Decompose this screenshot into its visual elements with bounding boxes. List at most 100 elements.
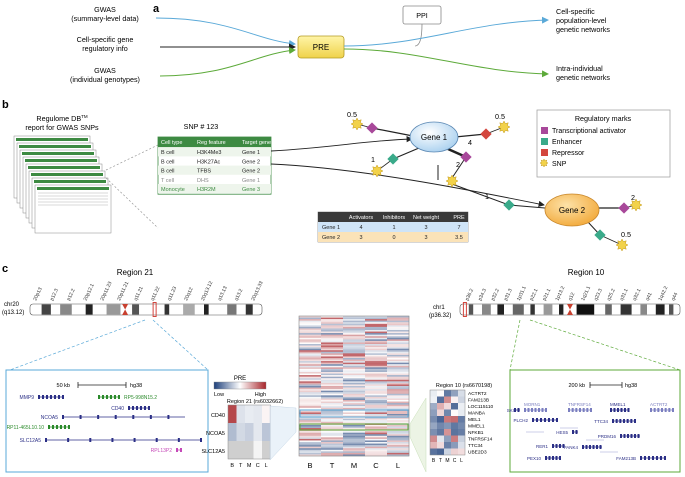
gene-exon bbox=[46, 395, 48, 399]
hm-big-cell bbox=[343, 340, 366, 343]
hm-big-cell bbox=[365, 339, 388, 342]
gene-exon bbox=[575, 430, 578, 434]
hm-big-cell bbox=[299, 403, 322, 405]
band-label: p12.3 bbox=[49, 288, 60, 302]
region-highlight bbox=[152, 302, 157, 317]
gene-exon bbox=[552, 444, 554, 448]
band-label: 1q42.2 bbox=[657, 285, 669, 302]
hm-right-cell bbox=[444, 403, 451, 410]
gene-exon bbox=[98, 395, 100, 399]
hm-big-cell bbox=[365, 445, 388, 447]
hm-big-cell bbox=[365, 322, 388, 324]
hm-big-cell bbox=[365, 426, 388, 429]
activator-mark-1 bbox=[366, 122, 378, 134]
hm-big-cell bbox=[321, 325, 344, 328]
hm-big-cell bbox=[365, 401, 388, 404]
hm-right-col-label: L bbox=[460, 458, 463, 464]
hm-big-cell bbox=[387, 339, 410, 342]
hm-big-cell bbox=[387, 452, 410, 455]
enhancer-mark-2 bbox=[503, 199, 515, 211]
hm-big-cell bbox=[365, 365, 388, 368]
gene-exon bbox=[582, 445, 584, 449]
chr1-band-label: (p36.32) bbox=[429, 313, 451, 319]
hm-right-cell bbox=[444, 435, 451, 442]
weight-label-6: 1 bbox=[485, 192, 489, 201]
band-label: 1p31.1 bbox=[516, 285, 528, 302]
hm-big-cell bbox=[365, 432, 388, 435]
hm-big-cell bbox=[387, 367, 410, 370]
hm-big-cell bbox=[299, 375, 322, 377]
legend-swatch-snp bbox=[539, 158, 549, 168]
hm-big-cell bbox=[321, 342, 344, 345]
legend-swatch-activator bbox=[541, 127, 548, 134]
gene-exon bbox=[579, 408, 581, 412]
chromosome-band bbox=[106, 304, 121, 315]
hm-big-cell bbox=[343, 328, 366, 331]
hm-left-cell bbox=[236, 423, 245, 441]
gene-label: RPL13P2 bbox=[151, 448, 173, 454]
report-page bbox=[34, 184, 112, 234]
gene-exon bbox=[79, 415, 82, 419]
hm-big-cell bbox=[365, 387, 388, 390]
report-page-header bbox=[16, 138, 88, 141]
snp-table-header-bg bbox=[158, 137, 271, 148]
hm-big-cell bbox=[321, 378, 344, 380]
hm-big-cell bbox=[387, 407, 410, 410]
hm-big-cell bbox=[365, 434, 388, 436]
gene-exon bbox=[132, 415, 135, 419]
hm-big-cell bbox=[343, 345, 366, 348]
gene-exon bbox=[118, 395, 120, 399]
gene-exon bbox=[596, 445, 598, 449]
hm-right-cell bbox=[451, 416, 458, 423]
hm-big-cell bbox=[365, 326, 388, 329]
hm-big-cell bbox=[299, 328, 322, 331]
gene-exon bbox=[200, 438, 202, 442]
gene-label: SLC12A5 bbox=[20, 438, 42, 444]
hm-big-cell bbox=[387, 372, 410, 374]
gene-exon bbox=[592, 445, 595, 449]
hm-left-cell bbox=[228, 441, 237, 459]
ppi-connector bbox=[414, 23, 423, 47]
gene-exon bbox=[668, 408, 671, 412]
zoom-left-b bbox=[152, 319, 209, 371]
hm-big-cell bbox=[299, 437, 322, 440]
hm-big-cell bbox=[321, 424, 344, 427]
hm-big-cell bbox=[321, 390, 344, 393]
hm-big-cell bbox=[299, 417, 322, 419]
hm-big-cell bbox=[299, 379, 322, 382]
gwas-summary-label: GWAS bbox=[94, 5, 116, 14]
hm-big-cell bbox=[343, 435, 366, 438]
chr20-ideogram bbox=[29, 302, 263, 317]
hm-big-cell bbox=[299, 396, 322, 399]
hm-left-row-label: NCOA5 bbox=[206, 431, 225, 437]
gene-exon bbox=[562, 444, 565, 448]
hm-big-cell bbox=[365, 393, 388, 396]
hm-big-cell bbox=[387, 424, 410, 427]
hm-big-cell bbox=[299, 406, 322, 408]
hm-left-col-label: T bbox=[239, 463, 243, 469]
hm-big-cell bbox=[343, 370, 366, 373]
hm-big-cell bbox=[387, 446, 410, 449]
hm-big-cell bbox=[387, 415, 410, 418]
hm-big-cell bbox=[387, 361, 410, 363]
hm-big-cell bbox=[299, 325, 322, 328]
hm-big-cell bbox=[321, 317, 344, 320]
regulome-subtitle: report for GWAS SNPs bbox=[25, 123, 99, 132]
hm-big-cell bbox=[321, 370, 344, 373]
hm-big-cell bbox=[343, 424, 366, 427]
hm-big-cell bbox=[365, 410, 388, 413]
snp-table-header: Cell type bbox=[161, 140, 182, 146]
hm-big-cell bbox=[299, 410, 322, 413]
gene-exon bbox=[97, 415, 100, 419]
gene-exon bbox=[45, 438, 47, 442]
hm-big-cell bbox=[321, 428, 344, 430]
hm-right-cell bbox=[451, 409, 458, 416]
hm-big-cell bbox=[343, 339, 366, 342]
hm-big-cell bbox=[343, 364, 366, 366]
hm-big-cell bbox=[387, 325, 410, 328]
hm-big-cell bbox=[299, 337, 322, 340]
hm-big-cell bbox=[321, 440, 344, 443]
hm-big-cell bbox=[387, 392, 410, 394]
enhancer-mark-3 bbox=[594, 229, 606, 241]
hm-big-cell bbox=[365, 417, 388, 419]
